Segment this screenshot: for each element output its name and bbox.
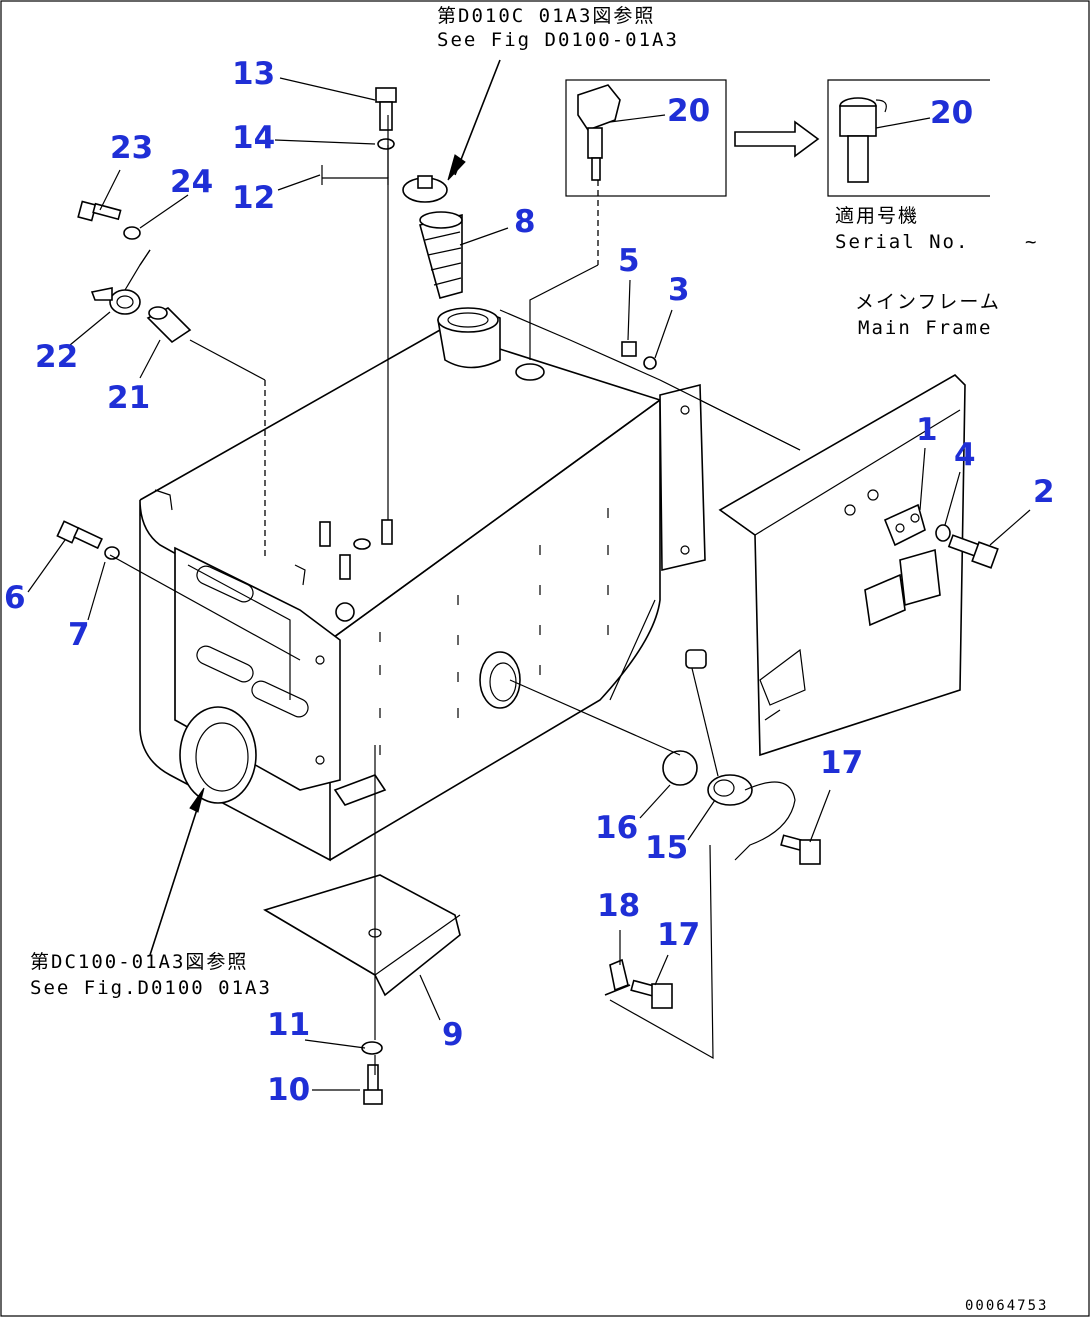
callout-21: 21 bbox=[107, 380, 150, 416]
callout-13: 13 bbox=[232, 56, 275, 92]
bottom-reference-en: See Fig.D0100 01A3 bbox=[30, 977, 272, 999]
washer-3 bbox=[643, 356, 657, 370]
callout-20b: 20 bbox=[930, 95, 973, 131]
callout-8: 8 bbox=[514, 204, 536, 240]
bolt-10 bbox=[363, 1064, 383, 1105]
detail-box-left bbox=[565, 79, 727, 197]
bolt-6 bbox=[56, 520, 103, 550]
callout-22: 22 bbox=[35, 339, 78, 375]
washer-24 bbox=[123, 226, 141, 240]
bolt-17-lower bbox=[630, 979, 673, 1009]
callout-9: 9 bbox=[442, 1017, 464, 1053]
serial-label-jp: 適用号機 bbox=[835, 205, 919, 227]
bolt-13 bbox=[375, 87, 397, 131]
callout-23: 23 bbox=[110, 130, 153, 166]
filler-cap bbox=[402, 175, 448, 203]
top-reference-jp: 第D010C 01A3図参照 bbox=[437, 5, 655, 27]
detail-box-right bbox=[827, 79, 990, 197]
top-reference-en: See Fig D0100-01A3 bbox=[437, 29, 679, 51]
washer-7 bbox=[104, 546, 120, 560]
fuel-tank bbox=[139, 307, 706, 862]
serial-label-en: Serial No. bbox=[835, 231, 969, 253]
callout-6: 6 bbox=[4, 580, 26, 616]
callout-12: 12 bbox=[232, 180, 275, 216]
callout-2: 2 bbox=[1033, 474, 1055, 510]
spacer-12 bbox=[321, 165, 389, 185]
callout-15: 15 bbox=[645, 830, 688, 866]
callout-10: 10 bbox=[267, 1072, 310, 1108]
gauge-15 bbox=[685, 649, 796, 861]
strainer-8 bbox=[419, 211, 463, 299]
clamp-22 bbox=[90, 249, 151, 315]
leader-lines bbox=[27, 59, 1031, 1091]
callout-20a: 20 bbox=[667, 93, 710, 129]
callout-18: 18 bbox=[597, 888, 640, 924]
bolt-23 bbox=[77, 200, 122, 222]
frame-label-jp: メインフレーム bbox=[855, 291, 1001, 313]
callout-3: 3 bbox=[668, 272, 690, 308]
fitting-21 bbox=[146, 306, 192, 344]
callout-1: 1 bbox=[916, 412, 938, 448]
arrow-icon bbox=[734, 120, 820, 158]
callout-17a: 17 bbox=[820, 745, 863, 781]
callout-5: 5 bbox=[618, 243, 640, 279]
callout-4: 4 bbox=[954, 437, 976, 473]
drawing-code: 00064753 bbox=[965, 1298, 1048, 1314]
nut-5 bbox=[621, 341, 637, 357]
callout-14: 14 bbox=[232, 120, 275, 156]
bolt-2 bbox=[947, 534, 999, 569]
main-frame bbox=[718, 374, 966, 757]
frame-label-en: Main Frame bbox=[858, 317, 992, 339]
bottom-guard bbox=[263, 874, 461, 997]
gasket-16 bbox=[662, 750, 698, 786]
callout-11: 11 bbox=[267, 1007, 310, 1043]
clip-18 bbox=[604, 958, 631, 996]
washer-4 bbox=[935, 524, 951, 542]
serial-suffix: ~ bbox=[1025, 231, 1038, 253]
callout-16: 16 bbox=[595, 810, 638, 846]
callout-17b: 17 bbox=[657, 917, 700, 953]
callout-24: 24 bbox=[170, 164, 213, 200]
washer-14 bbox=[377, 138, 395, 150]
callout-7: 7 bbox=[68, 617, 90, 653]
bottom-reference-jp: 第DC100-01A3図参照 bbox=[30, 951, 248, 973]
bolt-17-upper bbox=[780, 834, 821, 865]
